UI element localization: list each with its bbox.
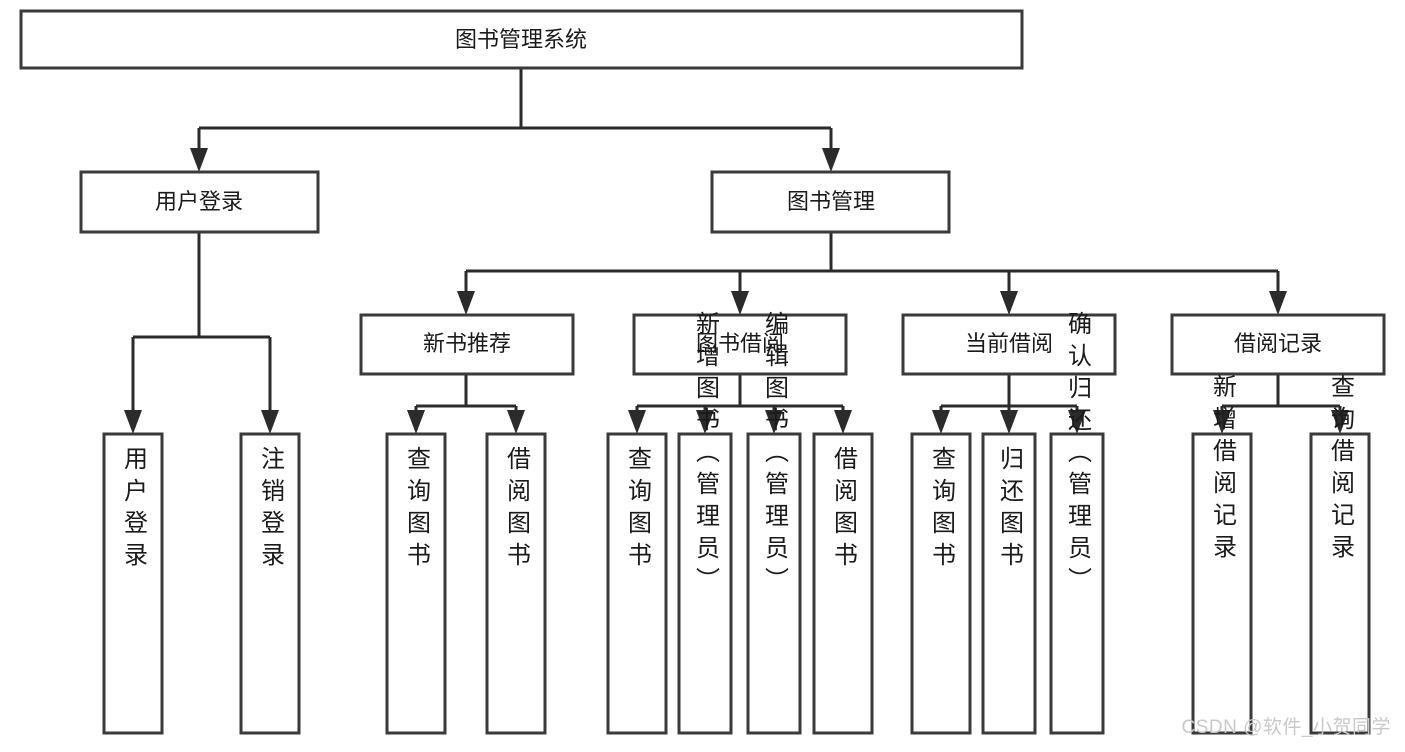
node-current-borrow-label: 当前借阅 (965, 331, 1053, 356)
arrow-head-new-book-recommend (457, 291, 475, 315)
leaf-borrow-book-2-label: 借阅图书 (830, 446, 858, 574)
leaf-edit-book-admin-box[interactable] (746, 432, 802, 735)
edge-borrowrecord-bus (1220, 374, 1342, 422)
leaf-confirm-return-admin-box[interactable] (1049, 432, 1105, 735)
node-book-manage-label: 图书管理 (787, 189, 875, 214)
node-borrow-record[interactable]: 借阅记录 (1170, 313, 1386, 376)
leaf-query-book-3-label: 查询图书 (928, 446, 956, 574)
node-new-book-recommend[interactable]: 新书推荐 (359, 313, 575, 376)
arrow-head-user-login (190, 148, 208, 172)
arrow-head-current-borrow (1000, 291, 1018, 315)
csdn-watermark: CSDN @软件_小贺同学 (1181, 717, 1391, 738)
leaf-query-borrow-record[interactable]: 查询借阅记录 (1309, 374, 1371, 735)
arrow-head-leaf-query-book-2 (628, 410, 646, 434)
arrow-head-leaf-logout-login (261, 410, 279, 434)
leaf-query-book-1[interactable]: 查询图书 (385, 432, 447, 735)
node-book-borrow-box[interactable] (632, 313, 848, 376)
leaf-return-book-label: 归还图书 (996, 446, 1024, 574)
edge-root-bus (197, 68, 833, 160)
leaf-edit-book-admin[interactable]: 编辑图书（管理员） (746, 311, 802, 735)
leaf-query-book-3[interactable]: 查询图书 (910, 432, 972, 735)
node-user-login-box[interactable] (79, 170, 320, 234)
leaf-user-login-box[interactable] (102, 432, 164, 735)
leaf-borrow-book-1-label: 借阅图书 (503, 446, 531, 574)
arrow-head-leaf-query-book-3 (932, 410, 950, 434)
leaf-add-book-admin-box[interactable] (677, 432, 733, 735)
node-root-label: 图书管理系统 (455, 27, 587, 52)
edge-userlogin-bus (131, 232, 272, 422)
arrow-head-leaf-query-borrow-record (1331, 410, 1349, 434)
arrow-head-leaf-borrow-book-2 (834, 410, 852, 434)
node-root-box[interactable] (19, 9, 1024, 70)
arrow-head-leaf-add-borrow-record (1213, 410, 1231, 434)
leaf-edit-book-admin-label: 编辑图书（管理员） (761, 311, 789, 599)
edge-newbook-bus (414, 374, 518, 422)
node-book-manage-box[interactable] (710, 170, 951, 234)
leaf-return-book-box[interactable] (981, 432, 1037, 735)
leaf-borrow-book-2[interactable]: 借阅图书 (812, 432, 874, 735)
edge-bookborrow-bus (635, 374, 845, 422)
node-user-login-label: 用户登录 (155, 189, 243, 214)
leaf-logout-login-label: 注销登录 (257, 446, 285, 574)
leaf-user-login-label: 用户登录 (120, 446, 148, 574)
leaf-query-borrow-record-label: 查询借阅记录 (1327, 374, 1355, 566)
arrow-head-leaf-user-login (124, 410, 142, 434)
arrow-head-leaf-borrow-book-1 (507, 410, 525, 434)
node-book-borrow-label: 图书借阅 (696, 331, 784, 356)
node-book-manage[interactable]: 图书管理 (710, 170, 951, 234)
node-current-borrow[interactable]: 当前借阅 (901, 313, 1117, 376)
leaf-query-book-1-box[interactable] (385, 432, 447, 735)
node-borrow-record-box[interactable] (1170, 313, 1386, 376)
leaf-query-borrow-record-box[interactable] (1309, 432, 1371, 735)
arrow-head-leaf-query-book-1 (407, 410, 425, 434)
leaf-confirm-return-admin-label: 确认归还（管理员） (1064, 311, 1092, 599)
leaf-borrow-book-1[interactable]: 借阅图书 (485, 432, 547, 735)
arrow-head-book-manage (822, 148, 840, 172)
leaf-add-borrow-record[interactable]: 新增借阅记录 (1191, 374, 1253, 735)
leaf-add-book-admin-label: 新增图书（管理员） (692, 311, 720, 599)
node-root[interactable]: 图书管理系统 (19, 9, 1024, 70)
leaf-return-book[interactable]: 归还图书 (981, 432, 1037, 735)
node-current-borrow-box[interactable] (901, 313, 1117, 376)
arrow-head-leaf-return-book (1000, 410, 1018, 434)
leaf-query-book-2[interactable]: 查询图书 (606, 432, 668, 735)
leaf-user-login[interactable]: 用户登录 (102, 432, 164, 735)
leaf-add-borrow-record-box[interactable] (1191, 432, 1253, 735)
connector-layer (124, 68, 1349, 434)
leaf-confirm-return-admin[interactable]: 确认归还（管理员） (1049, 311, 1105, 735)
leaf-borrow-book-2-box[interactable] (812, 432, 874, 735)
edge-bookmanage-bus (464, 232, 1280, 303)
leaf-add-book-admin[interactable]: 新增图书（管理员） (677, 311, 733, 735)
node-book-borrow[interactable]: 图书借阅 (632, 313, 848, 376)
arrow-head-leaf-edit-book-admin (765, 410, 783, 434)
arrow-head-leaf-confirm-return-admin (1068, 410, 1086, 434)
node-borrow-record-label: 借阅记录 (1234, 331, 1322, 356)
arrow-head-borrow-record (1269, 291, 1287, 315)
leaf-logout-login[interactable]: 注销登录 (239, 432, 301, 735)
leaf-query-book-2-label: 查询图书 (624, 446, 652, 574)
leaf-add-borrow-record-label: 新增借阅记录 (1209, 374, 1237, 566)
leaf-query-book-3-box[interactable] (910, 432, 972, 735)
node-new-book-recommend-label: 新书推荐 (423, 331, 511, 356)
node-user-login[interactable]: 用户登录 (79, 170, 320, 234)
arrow-head-book-borrow (731, 291, 749, 315)
node-new-book-recommend-box[interactable] (359, 313, 575, 376)
leaf-logout-login-box[interactable] (239, 432, 301, 735)
leaf-query-book-2-box[interactable] (606, 432, 668, 735)
leaf-query-book-1-label: 查询图书 (403, 446, 431, 574)
arrow-head-leaf-add-book-admin (696, 410, 714, 434)
leaf-borrow-book-1-box[interactable] (485, 432, 547, 735)
